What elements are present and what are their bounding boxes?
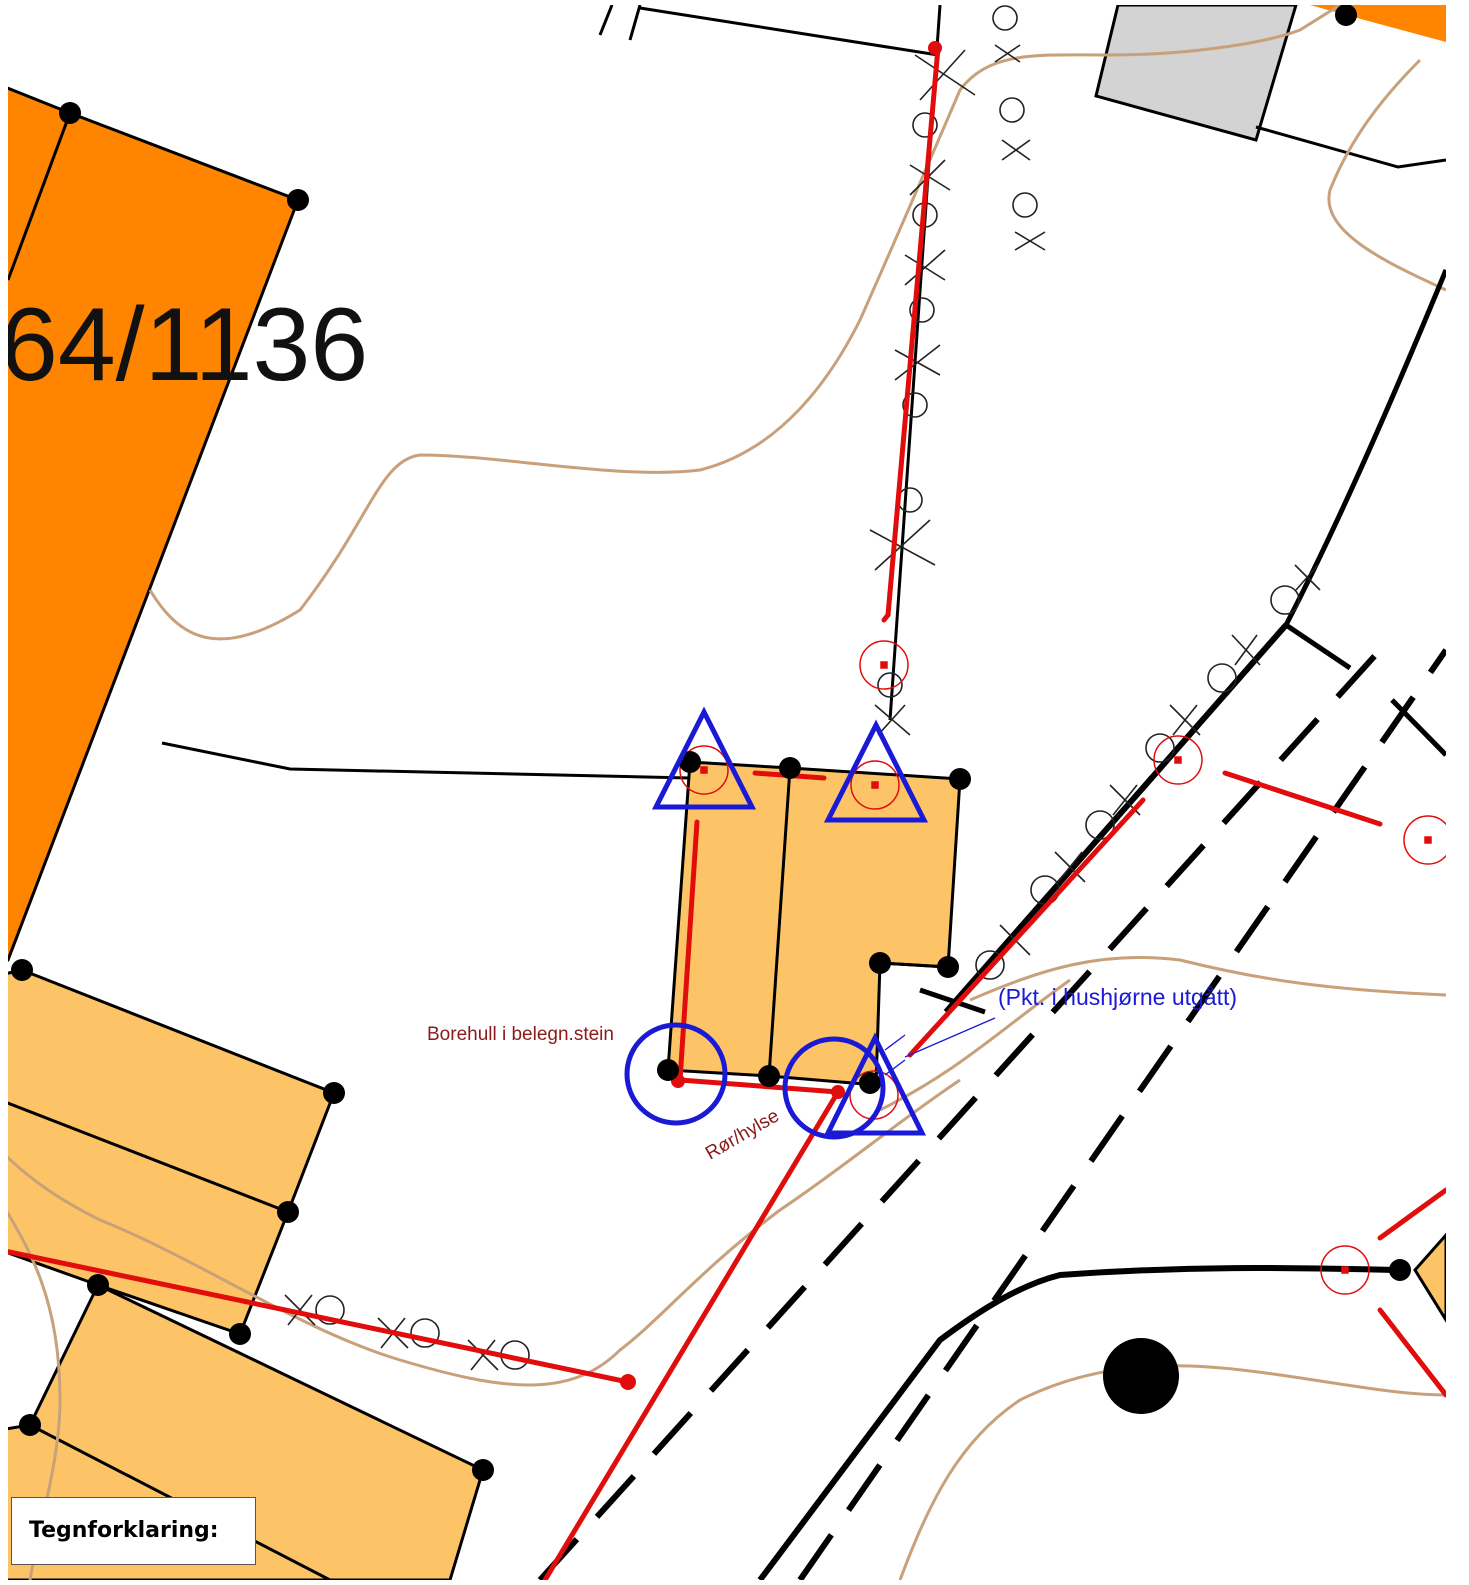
note-leader-lines	[884, 1017, 996, 1076]
legend-title: Tegnforklaring:	[29, 1518, 219, 1543]
pipe-annotation: Rør/hylse	[702, 1105, 783, 1164]
survey-point-icon	[679, 640, 1446, 1295]
parcel-number-label: 64/1136	[0, 287, 368, 403]
corner-point-note: (Pkt. i hushjørne utgått)	[998, 984, 1237, 1010]
tree-symbol-icon	[284, 5, 1321, 1371]
manhole-icon	[1103, 1338, 1179, 1414]
circle-marker-icon[interactable]	[624, 1022, 886, 1140]
borehole-annotation: Borehull i belegn.stein	[427, 1024, 614, 1045]
legend-box: Tegnforklaring:	[11, 1497, 256, 1565]
building-left-stack	[8, 968, 485, 1580]
boundary-grey-building	[1255, 125, 1446, 169]
road-boundaries	[537, 269, 1446, 1580]
contour-lines	[8, 5, 1446, 1580]
building-main	[666, 760, 962, 1087]
triangle-marker-icon[interactable]	[651, 706, 929, 1136]
boundary-point-dots	[11, 5, 1411, 1481]
building-right-edge	[1413, 1232, 1446, 1323]
building-grey	[1094, 5, 1298, 142]
utility-lines-red	[8, 45, 1446, 1580]
parcel-area-orange	[8, 5, 1446, 962]
